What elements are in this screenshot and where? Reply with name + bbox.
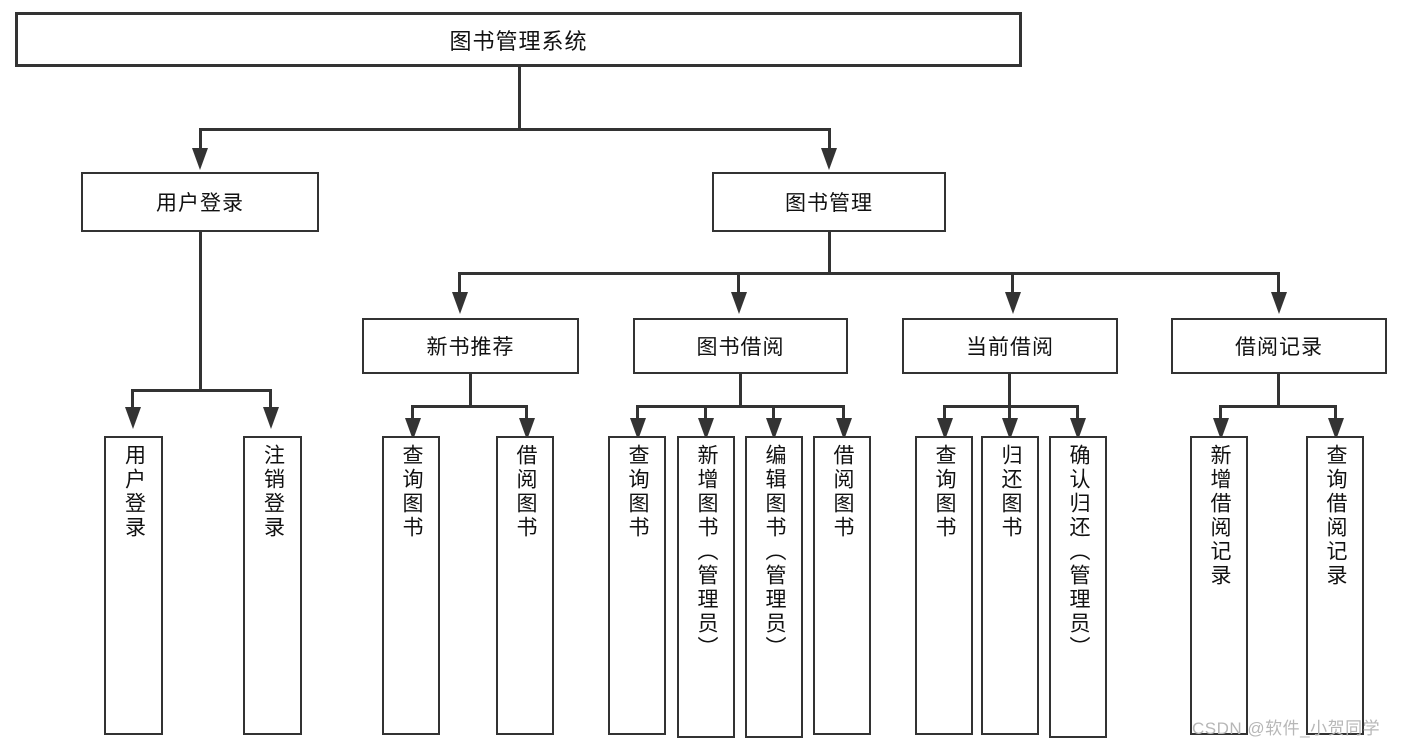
- connector-to-new-book: [458, 272, 461, 296]
- leaf-borrow-query-book-label: 查询图书: [626, 444, 650, 540]
- node-book-borrow-label: 图书借阅: [696, 336, 785, 359]
- node-root-library-system: 图书管理系统: [15, 12, 1022, 67]
- leaf-borrow-borrow-book: 借阅图书: [813, 436, 871, 735]
- connector-borrow-trunk: [739, 374, 742, 408]
- leaf-borrow-edit-book-admin: 编辑图书（管理员）: [745, 436, 803, 738]
- leaf-recommend-query-book: 查询图书: [382, 436, 440, 735]
- connector-borrow-bar: [636, 405, 845, 408]
- connector-user-login-left: [131, 389, 134, 411]
- arrow-down-icon: [731, 292, 747, 314]
- leaf-current-query-book-label: 查询图书: [933, 444, 957, 540]
- connector-user-login-bar: [131, 389, 269, 392]
- connector-user-login-trunk: [199, 232, 202, 392]
- leaf-recommend-borrow-book: 借阅图书: [496, 436, 554, 735]
- connector-current-2: [1008, 405, 1011, 423]
- leaf-current-confirm-return-admin-label: 确认归还（管理员）: [1067, 444, 1091, 660]
- leaf-borrow-add-book-admin: 新增图书（管理员）: [677, 436, 735, 738]
- node-book-manage-label: 图书管理: [785, 192, 873, 215]
- arrow-down-icon: [1005, 292, 1021, 314]
- connector-recommend-trunk: [469, 374, 472, 408]
- leaf-user-logout: 注销登录: [243, 436, 302, 735]
- leaf-borrow-edit-book-admin-label: 编辑图书（管理员）: [763, 444, 787, 660]
- arrow-down-icon: [263, 407, 279, 429]
- connector-current-1: [943, 405, 946, 423]
- connector-to-book-borrow: [737, 272, 740, 296]
- arrow-down-icon: [1271, 292, 1287, 314]
- node-new-book-recommend: 新书推荐: [362, 318, 579, 374]
- node-new-book-recommend-label: 新书推荐: [426, 336, 515, 359]
- node-user-login: 用户登录: [81, 172, 319, 232]
- arrow-down-icon: [1070, 418, 1086, 440]
- connector-to-borrow-record: [1277, 272, 1280, 296]
- connector-recommend-1: [411, 405, 414, 423]
- arrow-down-icon: [836, 418, 852, 440]
- arrow-down-icon: [766, 418, 782, 440]
- leaf-borrow-borrow-book-label: 借阅图书: [831, 444, 855, 540]
- connector-record-trunk: [1277, 374, 1280, 408]
- connector-borrow-4: [842, 405, 845, 423]
- arrow-down-icon: [937, 418, 953, 440]
- connector-record-1: [1219, 405, 1222, 423]
- arrow-down-icon: [519, 418, 535, 440]
- arrow-down-icon: [1213, 418, 1229, 440]
- connector-to-current-borrow: [1011, 272, 1014, 296]
- connector-root-to-book-manage: [828, 128, 831, 152]
- leaf-record-add-label: 新增借阅记录: [1208, 444, 1232, 588]
- connector-root-bar: [199, 128, 831, 131]
- leaf-user-login-1-label: 用户登录: [122, 444, 146, 540]
- connector-root-trunk: [518, 66, 521, 130]
- arrow-down-icon: [1328, 418, 1344, 440]
- arrow-down-icon: [452, 292, 468, 314]
- leaf-current-confirm-return-admin: 确认归还（管理员）: [1049, 436, 1107, 738]
- node-book-borrow: 图书借阅: [633, 318, 848, 374]
- arrow-down-icon: [405, 418, 421, 440]
- leaf-user-login-1: 用户登录: [104, 436, 163, 735]
- connector-current-trunk: [1008, 374, 1011, 408]
- connector-recommend-bar: [411, 405, 528, 408]
- leaf-user-logout-label: 注销登录: [261, 444, 285, 540]
- node-borrow-record: 借阅记录: [1171, 318, 1387, 374]
- arrow-down-icon: [821, 148, 837, 170]
- connector-user-login-right: [269, 389, 272, 411]
- connector-record-bar: [1219, 405, 1336, 408]
- arrow-down-icon: [192, 148, 208, 170]
- leaf-record-add: 新增借阅记录: [1190, 436, 1248, 735]
- arrow-down-icon: [630, 418, 646, 440]
- connector-book-manage-trunk: [828, 232, 831, 274]
- node-current-borrow: 当前借阅: [902, 318, 1118, 374]
- leaf-record-query-label: 查询借阅记录: [1324, 444, 1348, 588]
- node-current-borrow-label: 当前借阅: [966, 336, 1054, 359]
- leaf-current-return-book: 归还图书: [981, 436, 1039, 735]
- watermark: CSDN @软件_小贺同学: [1192, 719, 1381, 738]
- node-root-label: 图书管理系统: [449, 28, 588, 54]
- connector-root-to-user-login: [199, 128, 202, 152]
- leaf-borrow-add-book-admin-label: 新增图书（管理员）: [695, 444, 719, 660]
- arrow-down-icon: [1002, 418, 1018, 440]
- connector-current-3: [1076, 405, 1079, 423]
- leaf-current-return-book-label: 归还图书: [999, 444, 1023, 540]
- leaf-borrow-query-book: 查询图书: [608, 436, 666, 735]
- leaf-current-query-book: 查询图书: [915, 436, 973, 735]
- node-borrow-record-label: 借阅记录: [1235, 336, 1323, 359]
- connector-record-2: [1334, 405, 1337, 423]
- arrow-down-icon: [125, 407, 141, 429]
- connector-borrow-2: [704, 405, 707, 423]
- leaf-recommend-query-book-label: 查询图书: [400, 444, 424, 540]
- arrow-down-icon: [698, 418, 714, 440]
- connector-borrow-1: [636, 405, 639, 423]
- connector-recommend-2: [525, 405, 528, 423]
- connector-book-manage-bar: [458, 272, 1280, 275]
- connector-borrow-3: [772, 405, 775, 423]
- node-user-login-label: 用户登录: [156, 192, 244, 215]
- leaf-record-query: 查询借阅记录: [1306, 436, 1364, 735]
- leaf-recommend-borrow-book-label: 借阅图书: [514, 444, 538, 540]
- node-book-manage: 图书管理: [712, 172, 946, 232]
